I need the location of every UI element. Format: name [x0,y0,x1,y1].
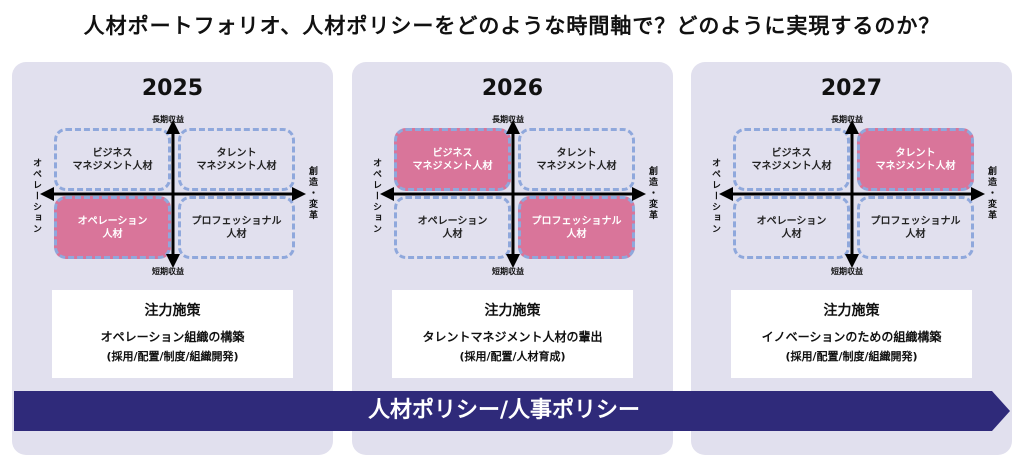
quadrant-operation: オペレーション 人材 [54,196,171,259]
quadrant-talent-management: タレント マネジメント人材 [857,128,974,191]
focus-sub: (採用/配置/人材育成) [459,350,566,363]
quadrant-professional: プロフェッショナル 人材 [178,196,295,259]
arrow-right-icon [292,187,306,201]
axis-label-left: オペレーション [31,158,41,235]
focus-box: 注力施策 オペレーション組織の構築 (採用/配置/制度/組織開発) [52,290,293,378]
focus-title: 注力施策 [144,303,201,319]
focus-box: 注力施策 タレントマネジメント人材の輩出 (採用/配置/人材育成) [392,290,633,378]
axis-label-right: 創造・変革 [307,166,317,221]
axis-label-right: 創造・変革 [986,166,996,221]
quadrant-business-management: ビジネス マネジメント人材 [394,128,511,191]
axis-label-bottom: 短期収益 [831,267,863,276]
year-label: 2026 [481,76,544,101]
quadrant-business-management: ビジネス マネジメント人材 [733,128,850,191]
axis-label-left: オペレーション [710,158,720,235]
page-title: 人材ポートフォリオ、人材ポリシーをどのような時間軸で？どのように実現するのか？ [83,14,941,38]
banner-arrow-shape [14,391,1010,431]
quadrant-talent-management: タレント マネジメント人材 [518,128,635,191]
focus-title: 注力施策 [823,303,880,319]
quadrant-talent-management: タレント マネジメント人材 [178,128,295,191]
axis-label-bottom: 短期収益 [152,267,184,276]
quadrant-business-management: ビジネス マネジメント人材 [54,128,171,191]
year-label: 2027 [820,76,883,101]
quadrant-operation: オペレーション 人材 [394,196,511,259]
focus-sub: (採用/配置/制度/組織開発) [106,350,239,363]
year-label: 2025 [141,76,204,101]
year-panel: 2026 ビジネス マネジメント人材 タレント マネジメント人材 オペレーション… [352,62,673,455]
quadrant-operation: オペレーション 人材 [733,196,850,259]
policy-banner: 人材ポリシー/人事ポリシー [14,391,1010,431]
focus-title: 注力施策 [484,303,541,319]
axis-label-bottom: 短期収益 [492,267,524,276]
quadrant-professional: プロフェッショナル 人材 [857,196,974,259]
banner-text: 人材ポリシー/人事ポリシー [367,398,641,423]
arrow-right-icon [971,187,985,201]
focus-main: オペレーション組織の構築 [100,330,245,344]
year-panel: 2027 ビジネス マネジメント人材 タレント マネジメント人材 オペレーション… [691,62,1012,455]
axis-label-top: 長期収益 [492,115,524,124]
axis-label-top: 長期収益 [152,115,184,124]
focus-main: タレントマネジメント人材の輩出 [422,330,603,344]
axis-label-left: オペレーション [371,158,381,235]
arrow-right-icon [632,187,646,201]
axis-label-right: 創造・変革 [647,166,657,221]
focus-sub: (採用/配置/制度/組織開発) [785,350,918,363]
focus-main: イノベーションのための組織構築 [761,330,942,344]
focus-box: 注力施策 イノベーションのための組織構築 (採用/配置/制度/組織開発) [731,290,972,378]
quadrant-professional: プロフェッショナル 人材 [518,196,635,259]
axis-label-top: 長期収益 [831,115,863,124]
